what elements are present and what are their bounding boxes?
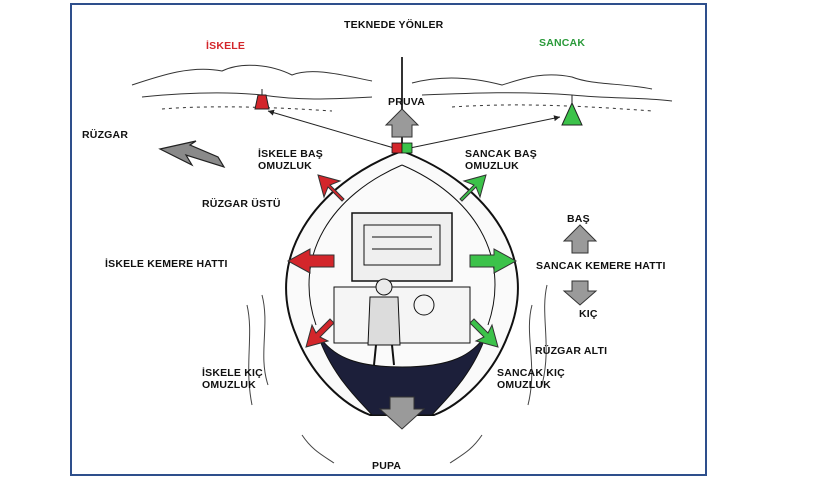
wind-arrow-icon bbox=[158, 140, 226, 169]
ahead-label: BAŞ bbox=[567, 213, 590, 225]
port-quarter-label: İSKELE KIÇ OMUZLUK bbox=[202, 367, 263, 391]
hull bbox=[285, 149, 519, 416]
starboard-quarter-label: SANCAK KIÇ OMUZLUK bbox=[497, 367, 565, 391]
astern-label: KIÇ bbox=[579, 308, 598, 320]
starboard-buoy-icon bbox=[561, 95, 583, 126]
diagram-frame: TEKNEDE YÖNLER İSKELE SANCAK PRUVA RÜZGA… bbox=[70, 3, 707, 476]
port-buoy-icon bbox=[254, 89, 270, 110]
wind-label: RÜZGAR bbox=[82, 129, 129, 141]
starboard-beam-label: SANCAK KEMERE HATTI bbox=[536, 260, 666, 272]
port-bow-label: İSKELE BAŞ OMUZLUK bbox=[258, 148, 324, 172]
windward-label: RÜZGAR ÜSTÜ bbox=[202, 198, 281, 210]
starboard-bow-label: SANCAK BAŞ OMUZLUK bbox=[465, 148, 538, 172]
port-beam-label: İSKELE KEMERE HATTI bbox=[105, 258, 228, 270]
leeward-label: RÜZGAR ALTI bbox=[535, 345, 608, 357]
starboard-side-label: SANCAK bbox=[539, 37, 586, 49]
water-lines bbox=[246, 284, 548, 464]
port-side-label: İSKELE bbox=[206, 40, 246, 52]
boat-illustration bbox=[131, 57, 673, 464]
diagram-title: TEKNEDE YÖNLER bbox=[344, 19, 444, 31]
stern-label: PUPA bbox=[372, 460, 402, 472]
bow-label: PRUVA bbox=[388, 96, 425, 108]
shoreline bbox=[131, 64, 673, 112]
